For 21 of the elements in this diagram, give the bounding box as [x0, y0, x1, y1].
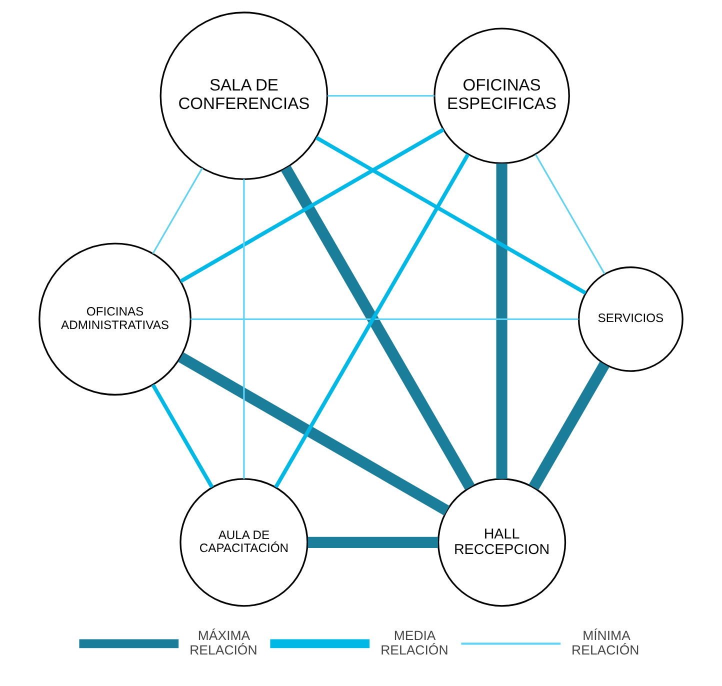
- connector: [534, 154, 606, 274]
- connector: [152, 168, 203, 254]
- node-circle: SERVICIOS: [578, 266, 684, 372]
- legend-label: MÁXIMA RELACIÓN: [190, 628, 258, 658]
- node-circle: AULA DE CAPACITACIÓN: [180, 478, 308, 607]
- node-circle: OFICINAS ESPECIFICAS: [434, 28, 570, 164]
- connector: [328, 95, 434, 97]
- connector: [151, 384, 214, 488]
- connector: [180, 128, 444, 283]
- legend-label: MÍNIMA RELACIÓN: [572, 628, 640, 658]
- node-circle: HALL RECCEPCION: [437, 478, 566, 607]
- connector: [315, 136, 587, 295]
- connector: [190, 318, 578, 320]
- connector: [496, 164, 508, 479]
- node-circle: OFICINAS ADMINISTRATIVAS: [38, 242, 192, 396]
- connector: [528, 362, 610, 490]
- connector: [178, 352, 450, 516]
- connector: [243, 179, 245, 479]
- legend-label: MEDIA RELACIÓN: [380, 628, 448, 658]
- node-circle: SALA DE CONFERENCIAS: [160, 12, 328, 180]
- connector: [308, 536, 438, 548]
